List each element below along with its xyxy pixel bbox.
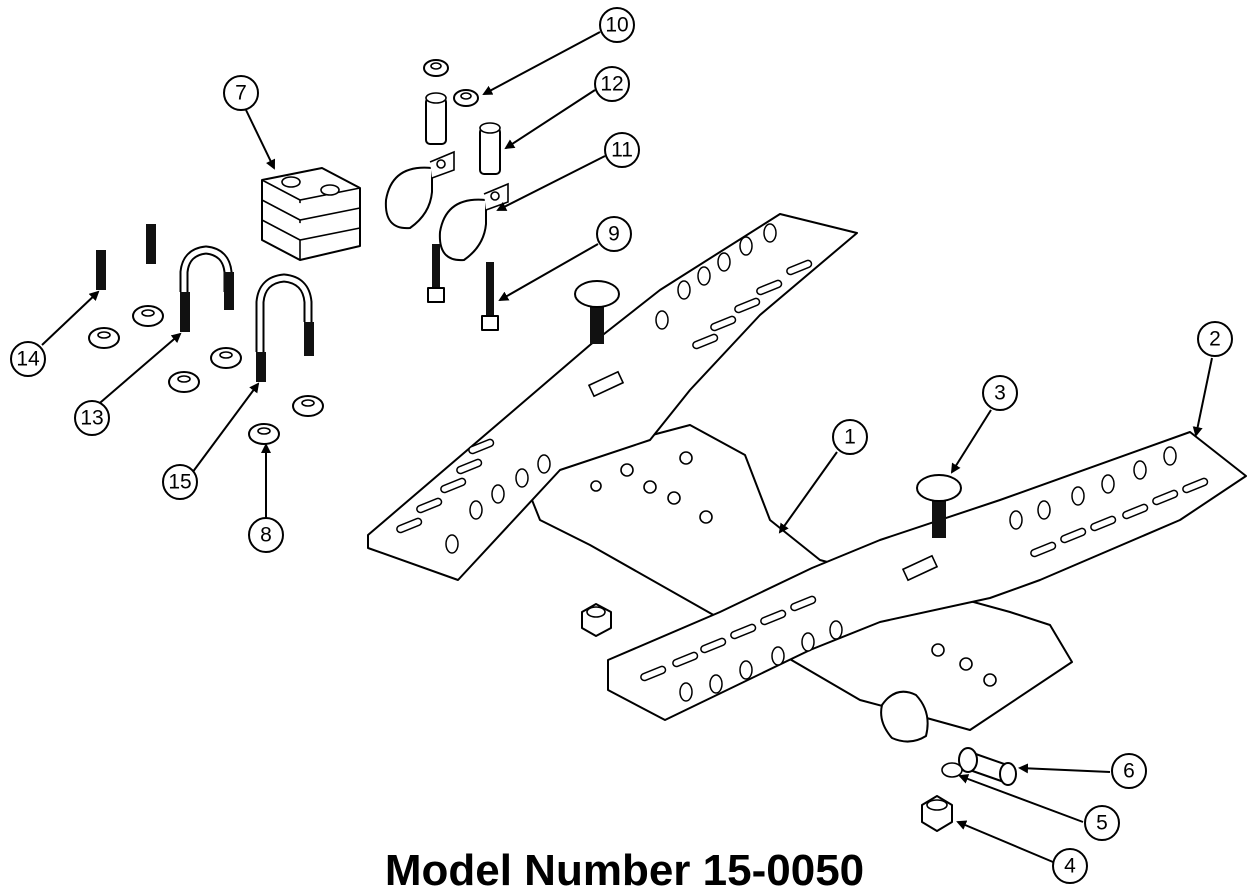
callout-3: 3 [982, 375, 1018, 411]
rear-cross-plate [367, 213, 858, 581]
flange-nut-u-bolt [88, 305, 324, 417]
callout-11: 11 [604, 132, 640, 168]
clevis-pin-6 [958, 747, 1017, 786]
callout-12-label: 12 [600, 73, 623, 96]
u-bolt-15 [255, 273, 314, 382]
hitch-ball-bracket [880, 690, 929, 743]
callout-2-label: 2 [1209, 328, 1221, 351]
model-number-title: Model Number 15-0050 [384, 846, 865, 895]
hex-nut-4 [921, 795, 953, 832]
callout-7-label: 7 [235, 82, 247, 105]
spacer-tube-12 [479, 122, 501, 175]
pipe-clamp-left [384, 150, 455, 230]
callout-4-label: 4 [1064, 855, 1076, 878]
flange-nut-10-left [423, 59, 449, 77]
u-bolt-14 [96, 169, 156, 290]
callout-10-label: 10 [605, 14, 628, 37]
callout-13-label: 13 [80, 407, 103, 430]
callout-14-label: 14 [16, 348, 40, 371]
leader-lines [41, 31, 1213, 863]
callout-4: 4 [1052, 848, 1088, 884]
callout-8: 8 [248, 517, 284, 553]
callout-14: 14 [10, 341, 46, 377]
callout-1: 1 [832, 419, 868, 455]
hex-nut-loose [581, 603, 612, 637]
callout-6-label: 6 [1123, 760, 1135, 783]
callout-12: 12 [594, 66, 630, 102]
callout-5: 5 [1084, 805, 1120, 841]
callout-15: 15 [162, 464, 198, 500]
u-bolt-13 [179, 245, 234, 332]
flange-nut-8 [248, 423, 280, 445]
callout-2: 2 [1197, 321, 1233, 357]
callout-1-label: 1 [844, 426, 856, 449]
callout-13: 13 [74, 400, 110, 436]
callout-5-label: 5 [1096, 812, 1108, 835]
hex-bolt-9 [481, 262, 499, 331]
callout-15-label: 15 [168, 471, 191, 494]
callout-6: 6 [1111, 753, 1147, 789]
carriage-bolt-rear [574, 280, 620, 344]
callout-11-label: 11 [611, 139, 633, 162]
callout-10: 10 [599, 7, 635, 43]
carriage-bolt-front [916, 474, 962, 538]
callout-8-label: 8 [260, 524, 272, 547]
callout-9-label: 9 [608, 223, 620, 246]
spacer-block-stack [261, 167, 361, 261]
callout-3-label: 3 [994, 382, 1006, 405]
callout-9: 9 [596, 216, 632, 252]
spacer-tube-left [425, 92, 447, 145]
flange-nut-10 [453, 89, 479, 107]
pipe-clamp-11 [438, 182, 509, 262]
hex-bolt-left [427, 244, 445, 303]
hitch-clip-5 [941, 762, 963, 778]
callout-7: 7 [223, 75, 259, 111]
front-cross-plate [607, 431, 1247, 721]
